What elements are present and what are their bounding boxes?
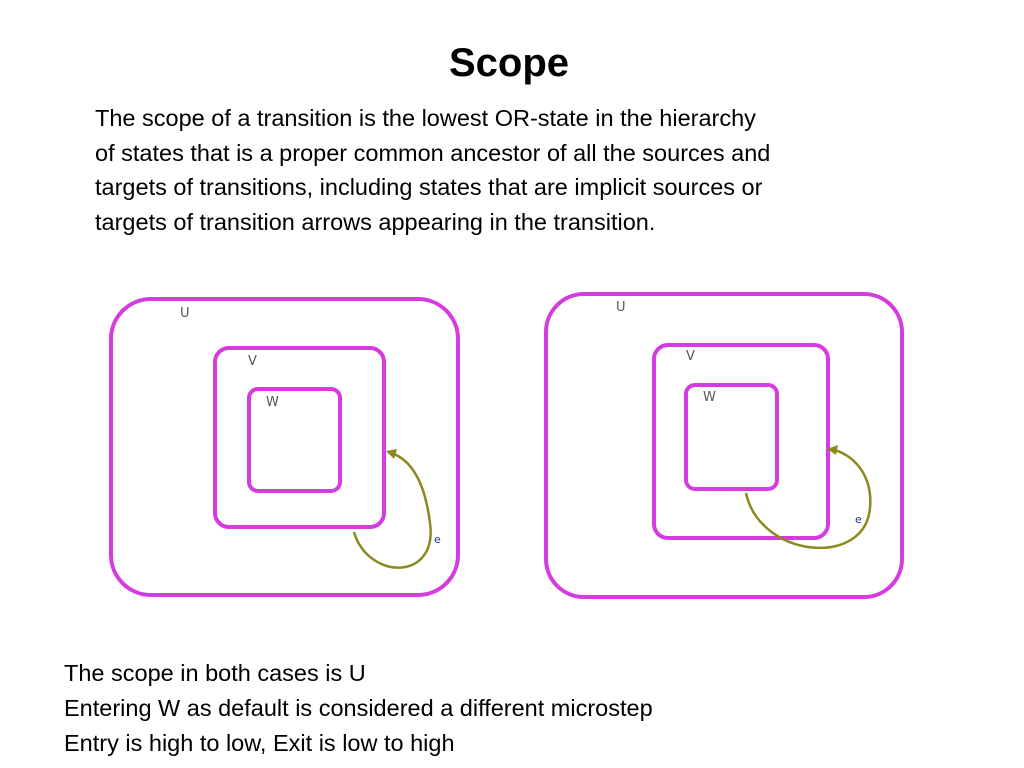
state-u-label: U [616, 300, 626, 315]
slide-title: Scope [448, 41, 570, 85]
transition-e-arrow [352, 450, 432, 569]
state-v-box [652, 343, 830, 540]
state-u-box [544, 292, 904, 599]
transition-e-arrow [744, 447, 872, 550]
statechart-diagram-left: U V W e [109, 297, 460, 597]
arrowhead-icon [386, 449, 397, 459]
scope-definition: The scope of a transition is the lowest … [95, 101, 975, 239]
event-e-label: e [434, 533, 441, 546]
definition-line: targets of transitions, including states… [95, 174, 763, 200]
statechart-diagram-right: U V W e [544, 292, 904, 599]
definition-line: The scope of a transition is the lowest … [95, 105, 756, 131]
state-u-label: U [180, 306, 190, 321]
scope-summary: The scope in both cases is U Entering W … [64, 656, 653, 761]
definition-line: targets of transition arrows appearing i… [95, 208, 656, 235]
summary-line: Entering W as default is considered a di… [64, 695, 653, 721]
state-v-box [213, 346, 386, 529]
state-w-label: W [266, 395, 279, 410]
state-v-label: V [686, 349, 695, 364]
state-w-box [247, 387, 342, 493]
state-u-box [109, 297, 460, 597]
summary-line: The scope in both cases is U [64, 660, 366, 686]
definition-line: of states that is a proper common ancest… [95, 139, 771, 166]
summary-line: Entry is high to low, Exit is low to hig… [64, 730, 455, 756]
state-w-box [684, 383, 779, 491]
event-e-label: e [855, 513, 862, 526]
state-v-label: V [248, 354, 257, 369]
state-w-label: W [703, 390, 716, 405]
arrowhead-icon [827, 445, 838, 455]
